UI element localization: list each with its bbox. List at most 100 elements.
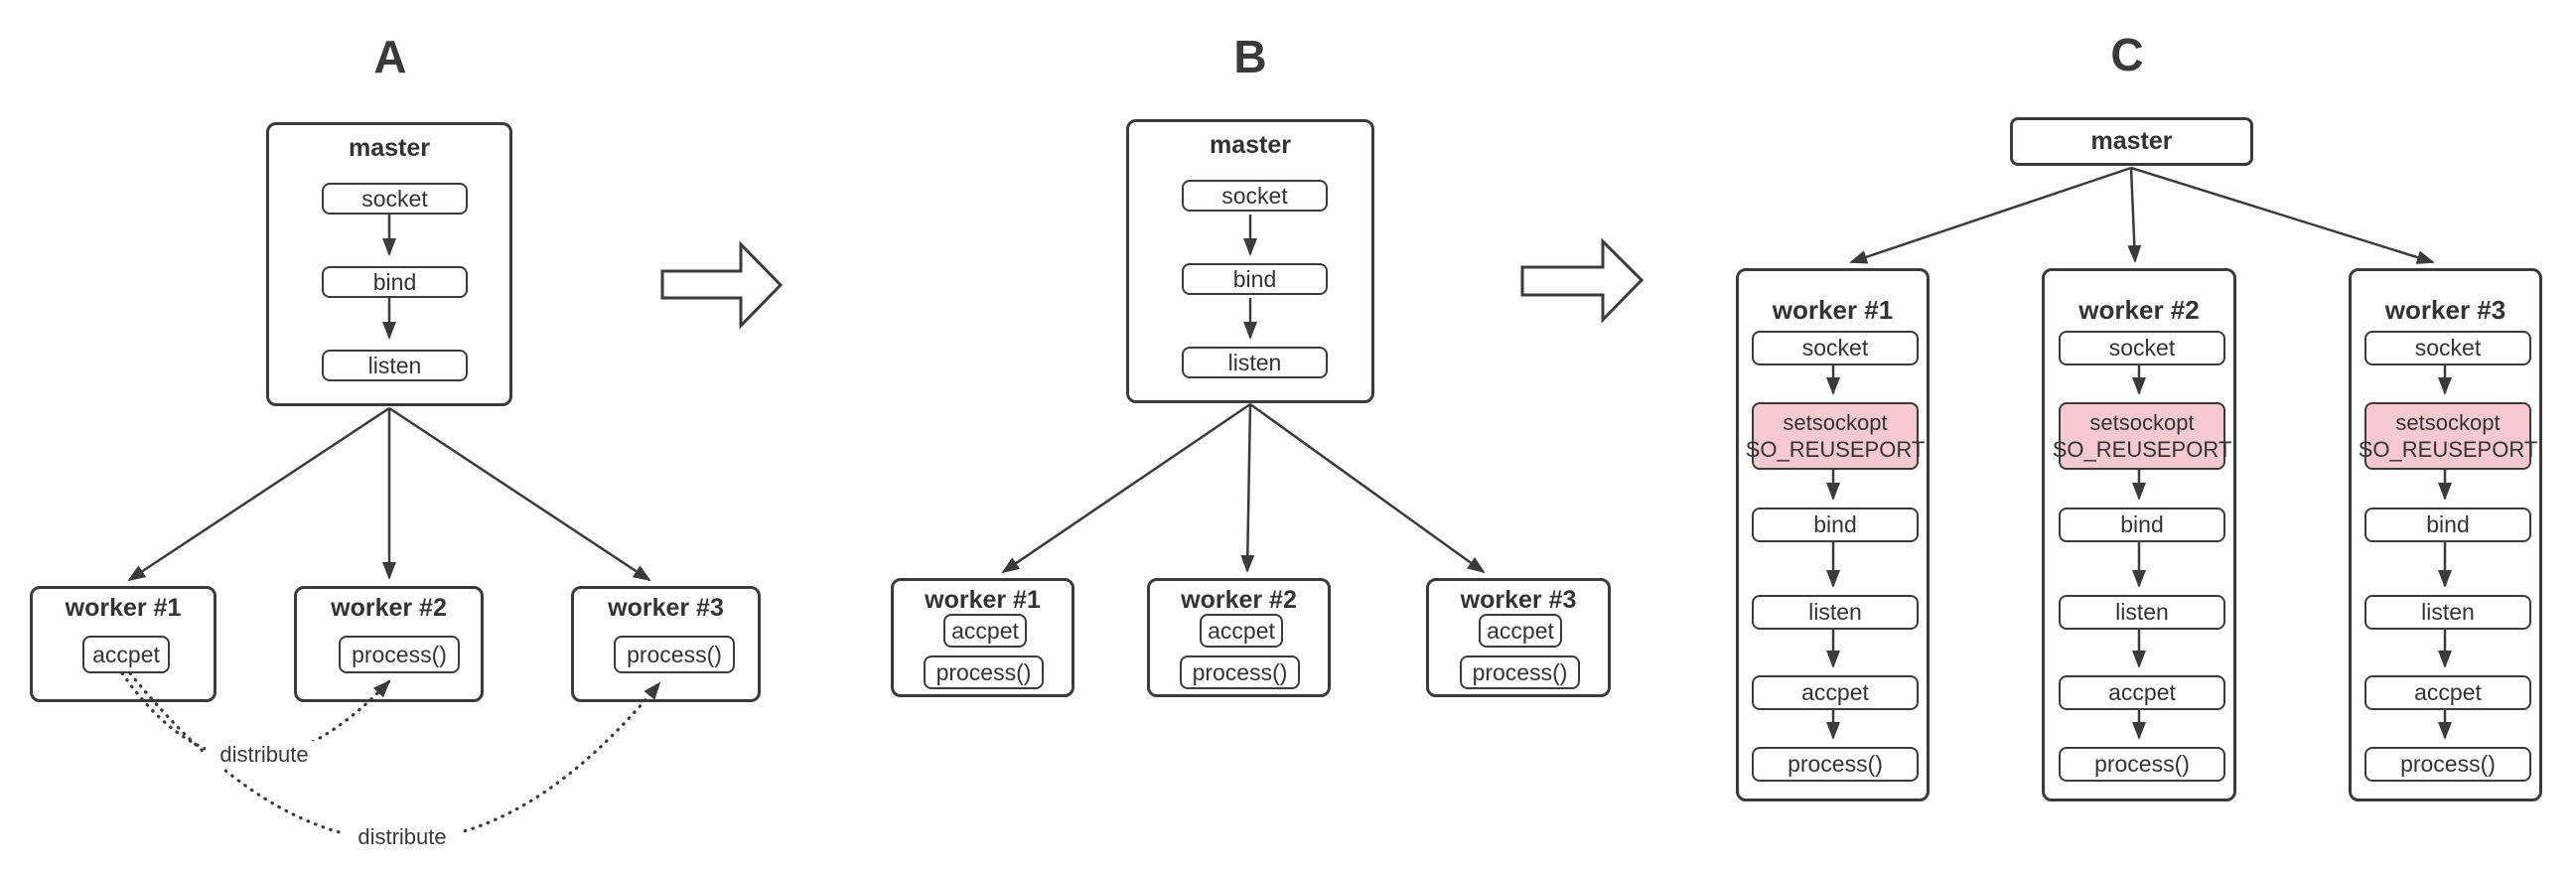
b-worker-2-accpet-label: accpet	[1208, 617, 1275, 644]
c-w1-bind-label: bind	[1813, 511, 1857, 537]
c-w2-step-bind: bind	[2059, 508, 2225, 542]
c-master-title: master	[2090, 127, 2173, 155]
a-master-step-bind-label: bind	[372, 268, 417, 295]
b-master-step-bind: bind	[1182, 263, 1328, 295]
c-worker-1-title: worker #1	[1772, 295, 1894, 325]
c-w2-step-accpet: accpet	[2059, 675, 2225, 710]
b-master-title: master	[1210, 131, 1291, 159]
c-w1-process-label: process()	[1788, 751, 1883, 777]
block-arrow-a-to-b-icon	[660, 240, 784, 330]
distribute-label-1: distribute	[206, 741, 323, 769]
distribute-arc-worker2	[120, 671, 391, 761]
c-w3-step-bind: bind	[2364, 508, 2531, 542]
c-w3-setsockopt-label: setsockopt	[2395, 410, 2501, 435]
a-worker-2-process-box: process()	[339, 636, 460, 673]
a-master-step-listen-label: listen	[367, 352, 422, 378]
c-worker-2-title: worker #2	[2078, 295, 2200, 325]
c-w1-accpet-label: accpet	[1801, 679, 1869, 705]
b-master-step-listen: listen	[1182, 347, 1328, 378]
c-w3-step-accpet: accpet	[2364, 675, 2531, 710]
c-w2-step-socket: socket	[2059, 331, 2225, 365]
section-b-title: B	[1233, 31, 1267, 82]
b-master-step-bind-label: bind	[1232, 265, 1277, 292]
c-w3-socket-label: socket	[2414, 335, 2482, 361]
a-worker-3-title: worker #3	[608, 594, 724, 622]
c-w1-reuseport-label: SO_REUSEPORT	[1745, 437, 1926, 462]
a-master-to-worker1-arrow	[127, 406, 390, 582]
c-w3-bind-label: bind	[2426, 511, 2470, 537]
section-c-master: master	[2010, 117, 2253, 166]
distribute-label-2: distribute	[344, 823, 461, 851]
c-w3-step-setsockopt: setsockopt SO_REUSEPORT	[2359, 402, 2537, 470]
b-master-to-worker3-arrow	[1249, 402, 1486, 574]
c-worker-2: worker #2 socket setsockopt SO_REUSEPORT…	[2042, 268, 2236, 801]
b-worker-1-accpet-label: accpet	[951, 617, 1019, 644]
b-worker-1: worker #1 accpet process()	[891, 578, 1074, 697]
c-w2-bind-label: bind	[2120, 511, 2164, 537]
c-w2-step-process: process()	[2059, 747, 2225, 782]
b-worker-2-accpet-box: accpet	[1200, 614, 1283, 648]
c-w2-reuseport-label: SO_REUSEPORT	[2052, 437, 2232, 462]
b-worker-3: worker #3 accpet process()	[1426, 578, 1611, 697]
c-w1-step-process: process()	[1752, 747, 1919, 782]
b-worker-2: worker #2 accpet process()	[1147, 578, 1331, 697]
c-w1-listen-label: listen	[1808, 599, 1862, 625]
c-w1-step-bind: bind	[1752, 508, 1919, 542]
c-master-to-worker3-arrow	[2130, 166, 2435, 264]
b-worker-1-process-box: process()	[924, 655, 1044, 689]
c-w1-socket-label: socket	[1801, 335, 1869, 361]
b-worker-1-process-label: process()	[935, 658, 1032, 685]
section-c-title: C	[2110, 29, 2144, 80]
c-w1-step-listen: listen	[1752, 595, 1919, 630]
a-master-step-socket: socket	[322, 183, 468, 215]
section-b-master: master socket bind listen	[1126, 119, 1374, 403]
b-worker-1-accpet-box: accpet	[943, 614, 1027, 648]
c-w1-step-accpet: accpet	[1752, 675, 1919, 710]
c-w2-setsockopt-label: setsockopt	[2089, 410, 2195, 435]
c-master-to-worker1-arrow	[1849, 166, 2132, 264]
b-master-step-listen-label: listen	[1227, 349, 1282, 375]
b-worker-3-process-box: process()	[1460, 655, 1580, 689]
a-worker-3-process-box: process()	[614, 636, 735, 673]
a-master-step-bind: bind	[322, 266, 468, 298]
a-master-title: master	[349, 134, 430, 162]
c-w1-step-setsockopt: setsockopt SO_REUSEPORT	[1746, 402, 1925, 470]
a-worker-2-process-label: process()	[352, 641, 447, 667]
b-worker-3-accpet-box: accpet	[1479, 614, 1562, 648]
b-worker-3-title: worker #3	[1460, 586, 1577, 614]
a-worker-1-accpet-box: accpet	[82, 636, 170, 673]
b-worker-2-process-box: process()	[1180, 655, 1300, 689]
c-w2-socket-label: socket	[2108, 335, 2176, 361]
c-w2-accpet-label: accpet	[2108, 679, 2176, 705]
c-w2-step-setsockopt: setsockopt SO_REUSEPORT	[2053, 402, 2231, 470]
c-w3-step-socket: socket	[2364, 331, 2531, 365]
c-worker-3: worker #3 socket setsockopt SO_REUSEPORT…	[2349, 268, 2542, 801]
c-worker-3-title: worker #3	[2384, 295, 2506, 325]
c-w3-listen-label: listen	[2421, 599, 2475, 625]
b-master-to-worker1-arrow	[1001, 402, 1251, 574]
a-worker-3: worker #3 process()	[571, 586, 761, 702]
c-w3-step-process: process()	[2364, 747, 2531, 782]
a-worker-3-process-label: process()	[627, 641, 722, 667]
b-worker-1-title: worker #1	[925, 586, 1041, 614]
b-worker-2-process-label: process()	[1192, 658, 1288, 685]
a-worker-2-title: worker #2	[331, 594, 447, 622]
a-worker-2: worker #2 process()	[294, 586, 484, 702]
section-a-title: A	[373, 31, 407, 82]
c-worker-1: worker #1 socket setsockopt SO_REUSEPORT…	[1736, 268, 1930, 801]
a-worker-1-title: worker #1	[65, 594, 182, 622]
a-worker-1: worker #1 accpet	[30, 586, 216, 702]
c-w3-step-listen: listen	[2364, 595, 2531, 630]
b-master-to-worker2-arrow	[1240, 403, 1255, 573]
a-worker-1-accpet-label: accpet	[92, 641, 160, 667]
b-master-step-socket: socket	[1182, 180, 1328, 212]
b-worker-3-process-label: process()	[1472, 658, 1568, 685]
section-a-master: master socket bind listen	[266, 122, 512, 406]
a-master-to-worker3-arrow	[388, 406, 651, 582]
c-w1-step-socket: socket	[1752, 331, 1919, 365]
c-w1-setsockopt-label: setsockopt	[1783, 410, 1888, 435]
c-w2-step-listen: listen	[2059, 595, 2225, 630]
a-master-step-listen: listen	[322, 350, 468, 381]
block-arrow-b-to-c-icon	[1520, 237, 1645, 324]
